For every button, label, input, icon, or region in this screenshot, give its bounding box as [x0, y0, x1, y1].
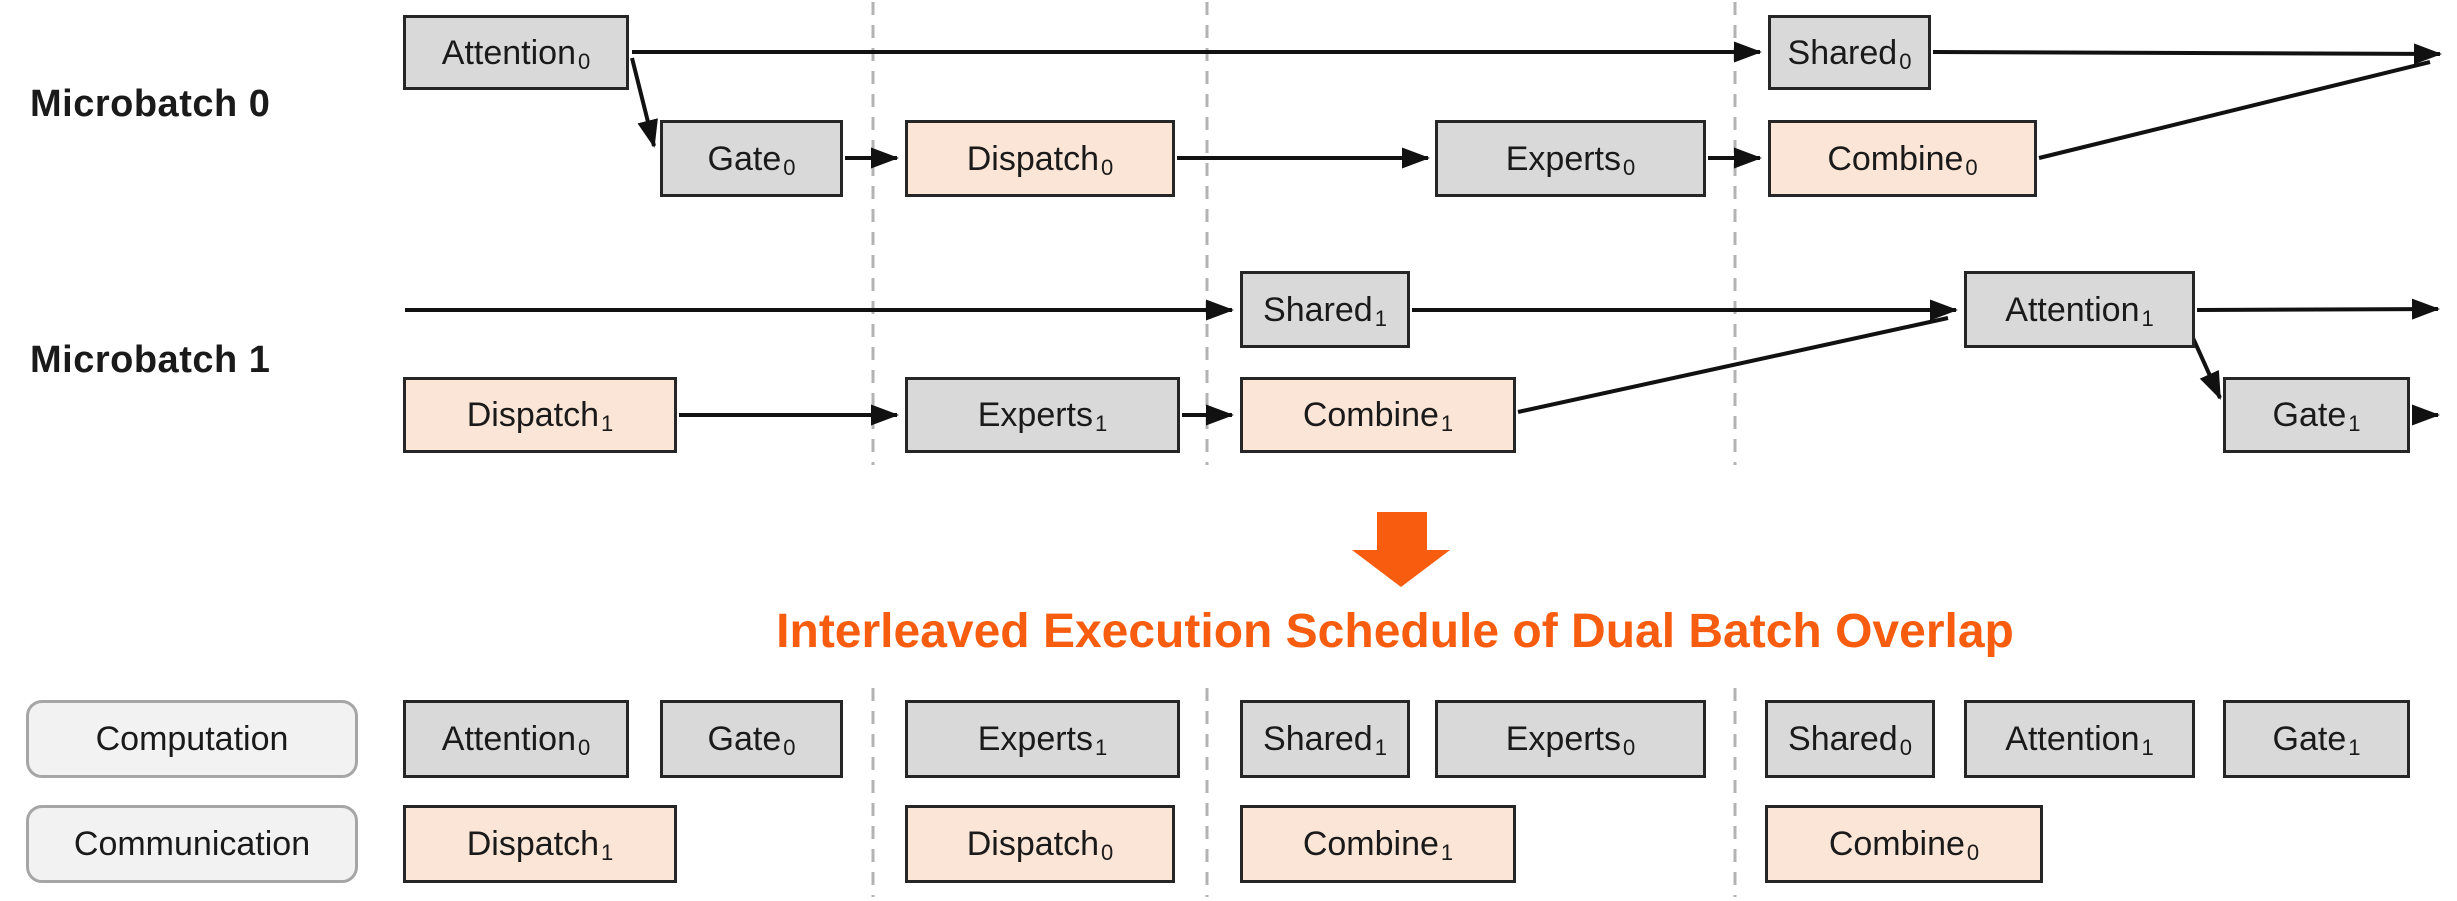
communication-row-label: Communication [26, 805, 358, 883]
schedule-title: Interleaved Execution Schedule of Dual B… [776, 605, 2014, 658]
microbatch1-label: Microbatch 1 [30, 339, 271, 381]
microbatch0-label: Microbatch 0 [30, 83, 271, 125]
line-combine1-merge [1517, 316, 1949, 414]
arrow-attention1-to-gate1 [2191, 337, 2222, 400]
computation-row-label: Computation [26, 700, 358, 778]
orange-down-arrow [1352, 512, 1450, 587]
arrow-attention0-to-gate0 [630, 57, 658, 148]
arrow-attention1-out [2196, 298, 2440, 320]
arrow-shared0-out [1932, 43, 2442, 65]
line-combine0-merge [2038, 60, 2431, 160]
